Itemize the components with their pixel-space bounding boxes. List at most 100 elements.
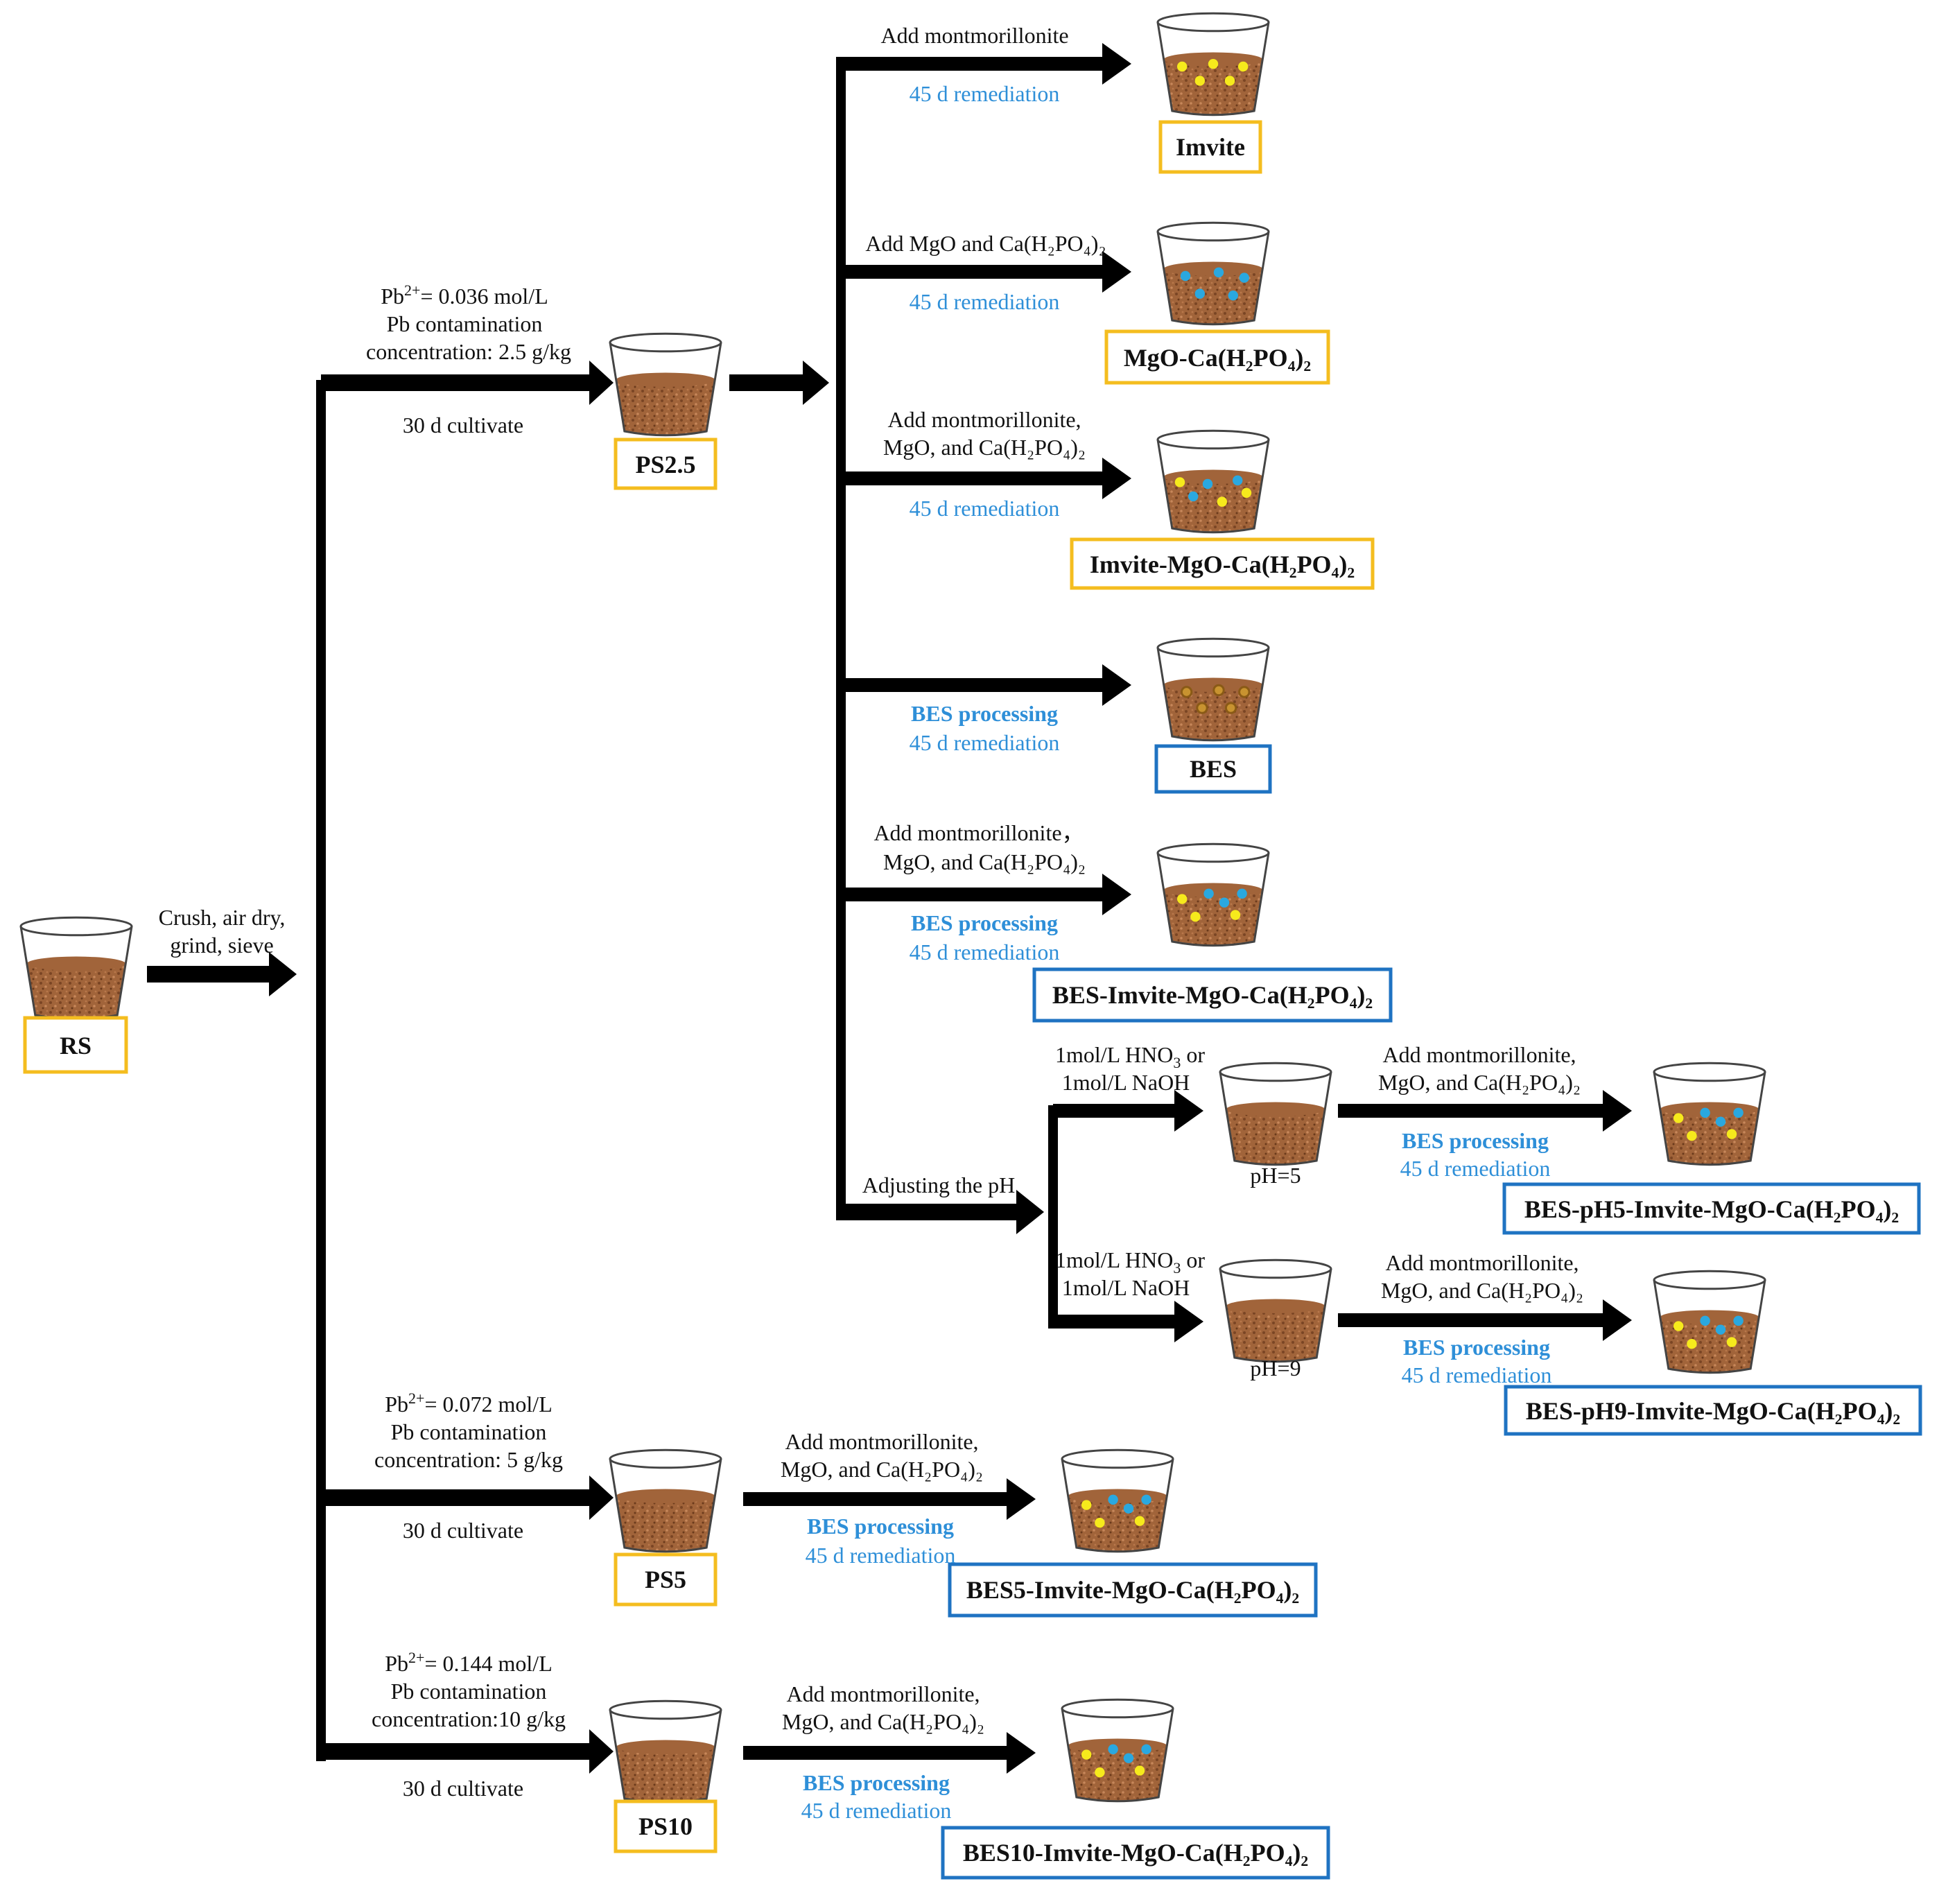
ps5-line2: Pb contamination bbox=[391, 1419, 547, 1444]
particle-yellow bbox=[1673, 1321, 1684, 1331]
soil-fill bbox=[1226, 1306, 1325, 1362]
cup-outline bbox=[1156, 647, 1270, 742]
particle-blue bbox=[1237, 888, 1247, 899]
bes-box: BES bbox=[1154, 744, 1272, 794]
mgo-label: MgO-Ca(H₂PO₄)₂ bbox=[1124, 344, 1311, 372]
cup-rim bbox=[609, 332, 722, 353]
arrow-to-ps25 bbox=[321, 361, 614, 405]
particle-blue bbox=[1239, 272, 1250, 283]
soil-fill bbox=[1068, 1496, 1167, 1552]
soil-fill bbox=[1163, 890, 1263, 946]
soil-surface bbox=[26, 956, 126, 971]
imvite-mgo-cup bbox=[1156, 429, 1270, 534]
ph5-label: pH=5 bbox=[1250, 1163, 1301, 1188]
ps25-box: PS2.5 bbox=[614, 438, 718, 490]
ps10-result-box: BES10-Imvite-MgO-Ca(H₂PO₄)₂ bbox=[941, 1826, 1330, 1880]
ph9-add-line1: Add montmorillonite, bbox=[1385, 1250, 1579, 1275]
soil-surface bbox=[1163, 261, 1263, 277]
ps10-result-label: BES10-Imvite-MgO-Ca(H₂PO₄)₂ bbox=[963, 1839, 1308, 1867]
ps10-cultivate: 30 d cultivate bbox=[403, 1776, 523, 1801]
imvite-mgo-remediation: 45 d remediation bbox=[910, 496, 1060, 521]
soil-fill bbox=[1163, 268, 1263, 324]
particle-yellow bbox=[1224, 76, 1235, 86]
particle-blue bbox=[1194, 288, 1206, 299]
soil-surface bbox=[1226, 1102, 1325, 1116]
ps5-cultivate: 30 d cultivate bbox=[403, 1518, 523, 1543]
particle-blue bbox=[1219, 897, 1230, 908]
ps10-remediation: 45 d remediation bbox=[801, 1798, 952, 1823]
imvite-remediation: 45 d remediation bbox=[910, 81, 1060, 106]
particle-blue bbox=[1141, 1494, 1151, 1505]
imvite-mgo-add-line2: MgO, and Ca(H₂PO₄)₂ bbox=[883, 435, 1086, 460]
ph5-remediation: 45 d remediation bbox=[1400, 1156, 1551, 1181]
arrow-rs-to-trunk bbox=[147, 952, 297, 996]
ps10-cup bbox=[609, 1699, 722, 1804]
ps5-processing: BES processing bbox=[807, 1514, 954, 1539]
ph-trunk-line bbox=[1048, 1105, 1058, 1329]
particle-yellow bbox=[1081, 1749, 1092, 1760]
ph5-cup bbox=[1219, 1062, 1332, 1166]
mgo-add: Add MgO and Ca(H₂PO₄)₂ bbox=[865, 231, 1106, 256]
imvite-box: Imvite bbox=[1158, 120, 1262, 174]
ps10-line2: Pb contamination bbox=[391, 1679, 547, 1704]
ps25-line3: concentration: 2.5 g/kg bbox=[366, 339, 571, 364]
mgo-cup bbox=[1156, 221, 1270, 326]
ps25-line2: Pb contamination bbox=[387, 311, 543, 336]
particle-blue bbox=[1202, 478, 1213, 490]
cup-rim bbox=[1653, 1270, 1766, 1290]
cup-rim bbox=[19, 916, 133, 937]
ps25-label: PS2.5 bbox=[635, 451, 695, 478]
ps10-add-line1: Add montmorillonite, bbox=[786, 1681, 980, 1706]
arrow-bes bbox=[841, 664, 1131, 706]
particle-blue bbox=[1180, 270, 1191, 282]
particle-blue bbox=[1733, 1315, 1744, 1326]
arrow-bes-imvite bbox=[841, 874, 1131, 915]
cup-outline bbox=[1156, 439, 1270, 534]
particle-yellow bbox=[1726, 1337, 1737, 1347]
particle-blue bbox=[1141, 1744, 1151, 1755]
particle-blue bbox=[1123, 1753, 1134, 1763]
ph9-result-label: BES-pH9-Imvite-MgO-Ca(H₂PO₄)₂ bbox=[1526, 1397, 1900, 1425]
ps5-result-box: BES5-Imvite-MgO-Ca(H₂PO₄)₂ bbox=[948, 1562, 1318, 1618]
mgo-box: MgO-Ca(H₂PO₄)₂ bbox=[1104, 329, 1330, 385]
arrow-ph9-result bbox=[1338, 1299, 1632, 1341]
particle-brown bbox=[1212, 684, 1225, 697]
rs-cup bbox=[19, 916, 133, 1021]
ps10-conc: Pb2+= 0.144 mol/L bbox=[385, 1649, 552, 1676]
particle-yellow bbox=[1081, 1500, 1092, 1510]
rs-step-line1: Crush, air dry, bbox=[159, 905, 286, 930]
bes-imvite-cup bbox=[1156, 842, 1270, 947]
bes-imvite-add-line1: Add montmorillonite， bbox=[873, 820, 1084, 845]
cup-outline bbox=[1219, 1071, 1332, 1166]
bes-label: BES bbox=[1190, 755, 1237, 783]
cup-rim bbox=[1219, 1062, 1332, 1082]
ps5-box: PS5 bbox=[614, 1552, 718, 1607]
arrow-imvite-mgo bbox=[841, 458, 1131, 499]
bes-imvite-remediation: 45 d remediation bbox=[910, 940, 1060, 964]
particle-blue bbox=[1233, 475, 1243, 486]
ps5-label: PS5 bbox=[645, 1566, 686, 1593]
soil-fill bbox=[1068, 1745, 1167, 1801]
ph5-result-label: BES-pH5-Imvite-MgO-Ca(H₂PO₄)₂ bbox=[1524, 1195, 1899, 1223]
ps5-conc: Pb2+= 0.072 mol/L bbox=[385, 1390, 552, 1417]
particle-blue bbox=[1213, 267, 1224, 278]
bes-remediation: 45 d remediation bbox=[910, 730, 1060, 755]
cup-rim bbox=[1156, 12, 1270, 33]
cup-rim bbox=[1156, 221, 1270, 242]
particle-blue bbox=[1228, 290, 1239, 301]
particle-yellow bbox=[1726, 1129, 1737, 1139]
imvite-add: Add montmorillonite bbox=[880, 23, 1068, 48]
particle-yellow bbox=[1134, 1516, 1145, 1526]
soil-fill bbox=[616, 1496, 715, 1552]
particle-blue bbox=[1700, 1107, 1710, 1118]
soil-fill bbox=[1163, 684, 1263, 741]
ps5-cup bbox=[609, 1448, 722, 1553]
ph9-add-line2: MgO, and Ca(H₂PO₄)₂ bbox=[1381, 1278, 1583, 1303]
particle-yellow bbox=[1095, 1767, 1105, 1778]
bes-imvite-add-line2: MgO, and Ca(H₂PO₄)₂ bbox=[883, 849, 1086, 874]
arrow-ps10-result bbox=[743, 1732, 1036, 1774]
particle-yellow bbox=[1673, 1113, 1684, 1123]
ph5-processing: BES processing bbox=[1402, 1128, 1549, 1153]
cup-rim bbox=[609, 1448, 722, 1469]
soil-fill bbox=[1163, 59, 1263, 115]
